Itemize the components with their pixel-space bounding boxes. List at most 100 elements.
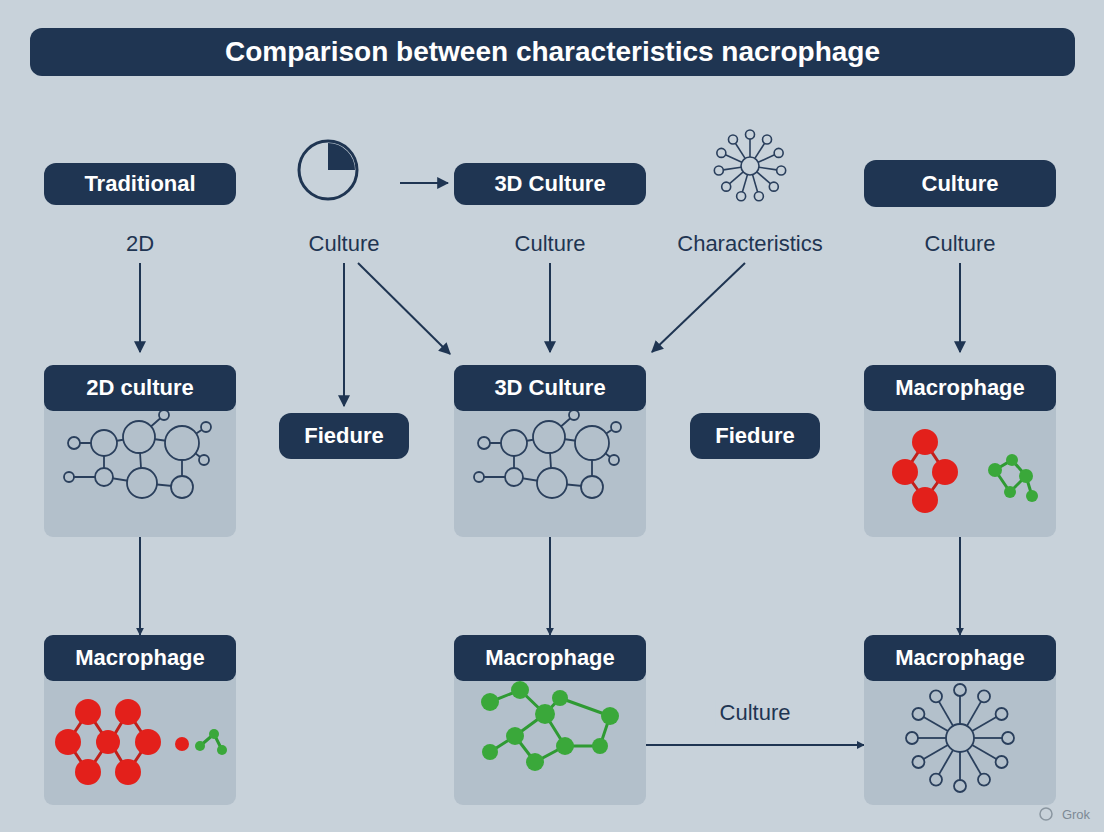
green-atom [535,704,555,724]
green-atom [1019,469,1033,483]
bond [905,442,945,500]
box-header: Macrophage [864,365,1056,411]
pill-label: 3D Culture [494,171,605,197]
red-atom [115,759,141,785]
red-atom [55,729,81,755]
flow-arrows [140,183,960,406]
clock-wedge [328,143,355,170]
red-atom [912,429,938,455]
spoke-end [763,135,772,144]
pill-label: Culture [922,171,999,197]
spoke [758,155,774,162]
green-atom [526,753,544,771]
red-atom [115,699,141,725]
label-pill: 3D Culture [454,163,646,205]
bond [68,712,148,772]
red-atom [912,487,938,513]
hub [741,157,759,175]
box-header: Macrophage [454,635,646,681]
spoke-end [754,192,763,201]
green-atom [217,745,227,755]
title-banner: Comparison between characteristics nacro… [30,28,1075,76]
bond [490,690,610,762]
green-atom [511,681,529,699]
spoke [735,143,745,158]
flow-arrow [652,263,745,352]
connector-label: Culture [716,700,795,726]
flow-label: Culture [925,231,996,257]
hub [946,724,974,752]
green-atom [1004,486,1016,498]
watermark-icon [1040,808,1052,820]
flow-arrow [139,263,141,352]
box-header: Macrophage [864,635,1056,681]
red-atom [75,699,101,725]
flow-arrow [400,182,448,184]
pill-label: Fiedure [304,423,383,449]
spoke [967,750,981,774]
green-atom [552,690,568,706]
radial-icon [906,684,1014,792]
spoke [755,143,765,158]
spoke [939,750,953,774]
spoke [924,745,948,759]
content-box: Macrophage [864,365,1056,537]
green-atom [506,727,524,745]
molecule-icon [55,699,227,785]
content-box: 2D culture [44,365,236,537]
green-atom [209,729,219,739]
label-pill: Fiedure [279,413,409,459]
flow-connector [959,537,961,635]
red-atom [932,459,958,485]
green-atom [195,741,205,751]
spoke [974,737,1002,739]
spoke-end [930,774,942,786]
molecule-icon [892,429,1038,513]
spoke-end [746,130,755,139]
watermark: Grok [1062,807,1090,822]
green-atom [592,738,608,754]
spoke-end [1002,732,1014,744]
green-atom [988,463,1002,477]
spoke-end [769,182,778,191]
label-pill: Traditional [44,163,236,205]
box-header: 2D culture [44,365,236,411]
spoke-end [728,135,737,144]
red-atom [135,729,161,755]
spoke-end [737,192,746,201]
spoke-end [774,148,783,157]
spoke [759,167,777,170]
clock-icon [299,141,357,199]
spoke-end [996,756,1008,768]
spoke-end [978,774,990,786]
red-atom [96,730,120,754]
spoke-end [722,182,731,191]
spoke [959,752,961,780]
spoke-end [906,732,918,744]
bond [200,734,222,750]
flow-label: 2D [126,231,154,257]
flow-label: Culture [309,231,380,257]
molecule-icon [481,681,619,771]
spoke [725,155,741,162]
spoke-end [777,166,786,175]
spoke [757,172,771,184]
spoke-end [930,690,942,702]
flow-arrow [358,263,450,354]
title-text: Comparison between characteristics nacro… [225,36,880,68]
spoke [967,702,981,726]
content-box: 3D Culture [454,365,646,537]
spoke-end [912,708,924,720]
spoke [959,696,961,724]
content-box: Macrophage [44,635,236,805]
flow-connector [139,537,141,635]
spoke [972,717,996,731]
green-atom [601,707,619,725]
spoke-end [912,756,924,768]
box-header: 3D Culture [454,365,646,411]
green-atom [556,737,574,755]
spoke-end [717,148,726,157]
spoke [723,167,741,170]
spoke [753,175,758,192]
